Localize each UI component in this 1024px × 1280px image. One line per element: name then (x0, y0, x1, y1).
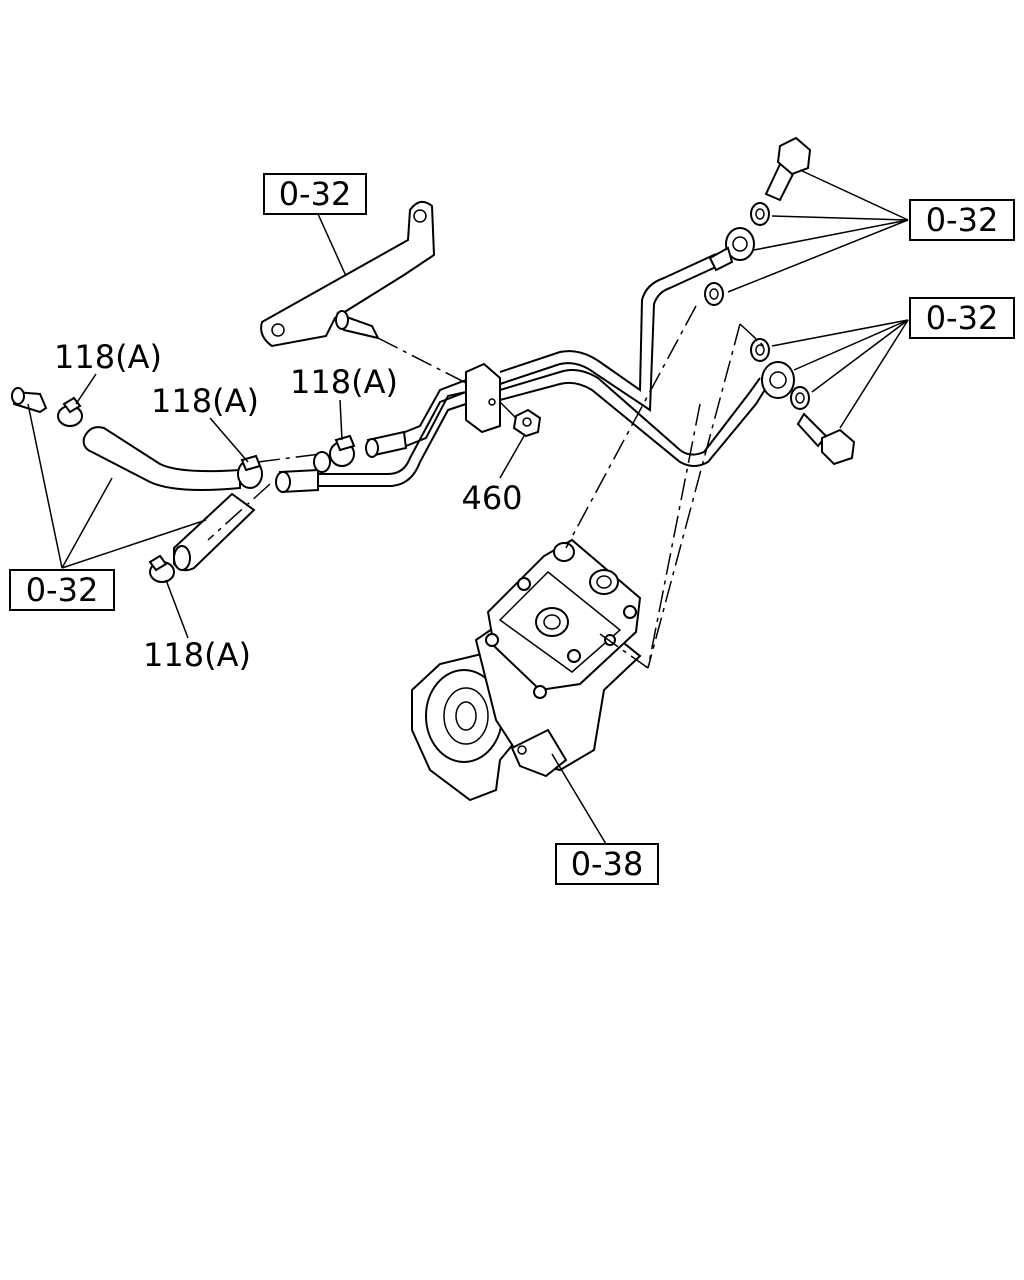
callout-clamp-center-right: 118(A) (290, 363, 398, 401)
rubber-hose-upper (82, 426, 241, 491)
callout-top-right-ref: 0-32 (909, 199, 1015, 241)
assembly-lines (207, 305, 769, 669)
callout-clamp-top-left: 118(A) (54, 338, 162, 376)
banjo-fitting-right (761, 361, 795, 399)
callout-clamp-bottom: 118(A) (143, 636, 251, 674)
hose-clamp-2 (237, 454, 263, 489)
callout-left-ref: 0-32 (9, 569, 115, 611)
hose-clamp-3 (329, 434, 356, 467)
svg-text:0-32: 0-32 (279, 175, 352, 213)
washer-top-2 (704, 282, 724, 306)
bracket-bolt (335, 310, 380, 340)
washer-right-2 (790, 386, 810, 410)
svg-text:0-32: 0-32 (926, 299, 999, 337)
hose-clamp-4 (148, 554, 175, 583)
pipe-fitting-upper (365, 430, 408, 458)
washer-right-1 (750, 338, 770, 362)
svg-text:0-32: 0-32 (926, 201, 999, 239)
nut-460 (512, 408, 542, 438)
banjo-bolt-right (796, 412, 856, 466)
callout-compressor-ref: 0-38 (555, 843, 659, 885)
pipe-fitting-lower (275, 468, 319, 494)
callout-bracket-ref: 0-32 (263, 173, 367, 215)
banjo-bolt-top (764, 136, 812, 202)
banjo-fitting-top (708, 227, 755, 272)
callout-nut: 460 (461, 479, 522, 517)
pipe-holder (465, 362, 501, 434)
hose-nipple (11, 387, 48, 414)
washer-top-1 (750, 202, 770, 226)
rubber-hose-lower (173, 492, 256, 572)
air-compressor (411, 538, 642, 802)
svg-text:0-38: 0-38 (571, 845, 644, 883)
mounting-bracket (260, 200, 436, 348)
hose-clamp-5 (313, 451, 331, 473)
callout-mid-right-ref: 0-32 (909, 297, 1015, 339)
pipe-lines (310, 253, 767, 487)
leader-lines (27, 169, 909, 845)
hose-clamp-1 (57, 396, 83, 427)
callout-clamp-center: 118(A) (151, 382, 259, 420)
svg-text:0-32: 0-32 (26, 571, 99, 609)
